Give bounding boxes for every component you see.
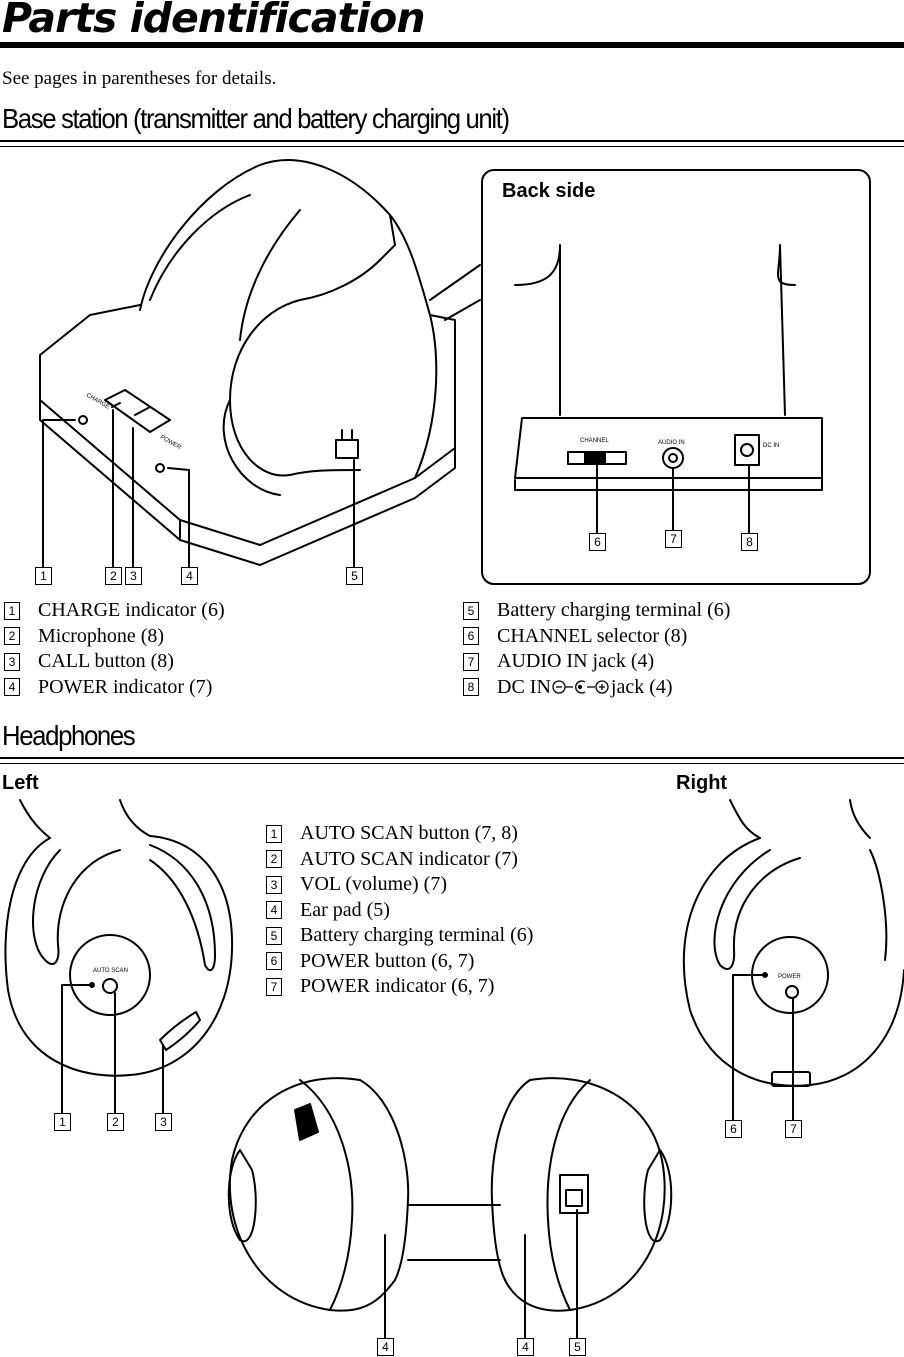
base-legend-right: 5 Battery charging terminal (6) 6 CHANNEL … <box>463 598 730 700</box>
legend-text: Battery charging terminal (6) <box>497 599 731 621</box>
legend-item: 3 CALL button (8) <box>4 649 225 675</box>
callout-8: 8 <box>741 533 758 551</box>
callout-4: 4 <box>181 567 198 585</box>
callout-5: 5 <box>569 1338 586 1356</box>
legend-item: 4 POWER indicator (7) <box>4 675 225 701</box>
legend-num: 7 <box>463 652 479 671</box>
legend-item: 4 Ear pad (5) <box>266 898 533 924</box>
legend-num: 6 <box>266 952 282 971</box>
back-side-label: Back side <box>502 180 596 202</box>
dc-polarity-icon <box>552 680 609 694</box>
legend-text: AUDIO IN jack (4) <box>497 650 655 672</box>
legend-text: CHANNEL selector (8) <box>497 624 688 647</box>
legend-text: DC IN <box>497 675 551 698</box>
legend-num: 4 <box>4 678 20 697</box>
legend-num: 8 <box>463 678 479 697</box>
legend-text: AUTO SCAN indicator (7) <box>300 847 518 870</box>
legend-text: Ear pad (5) <box>300 898 390 921</box>
callout-5: 5 <box>346 567 363 585</box>
headphones-heading: Headphones <box>2 720 136 751</box>
legend-item: 3 VOL (volume) (7) <box>266 872 533 898</box>
legend-num: 4 <box>266 901 282 920</box>
legend-text: POWER indicator (7) <box>38 675 213 698</box>
legend-item: 1 AUTO SCAN button (7, 8) <box>266 821 533 847</box>
legend-text: Battery charging terminal (6) <box>300 924 534 946</box>
legend-text: jack (4) <box>610 675 673 698</box>
channel-text: CHANNEL <box>580 438 609 444</box>
title-rule <box>0 42 904 48</box>
legend-item: 5 Battery charging terminal (6) <box>266 923 533 949</box>
power-text: POWER <box>778 974 801 980</box>
legend-item: 2 AUTO SCAN indicator (7) <box>266 847 533 873</box>
headphones-legend: 1 AUTO SCAN button (7, 8) 2 AUTO SCAN indi… <box>266 821 533 1000</box>
legend-num: 7 <box>266 977 282 996</box>
base-station-heading: Base station (transmitter and battery ch… <box>2 103 510 134</box>
legend-num: 1 <box>4 601 20 620</box>
page-subtitle: See pages in parentheses for details. <box>2 68 277 89</box>
dc-in-text: DC IN <box>763 443 779 449</box>
callout-1: 1 <box>35 567 52 585</box>
legend-text: AUTO SCAN button (7, 8) <box>300 822 518 844</box>
callout-2: 2 <box>107 1113 124 1131</box>
callout-7: 7 <box>665 530 682 548</box>
legend-item: 7 AUDIO IN jack (4) <box>463 649 730 675</box>
callout-3: 3 <box>155 1113 172 1131</box>
legend-text: CHARGE indicator (6) <box>38 599 225 621</box>
legend-item: 6 CHANNEL selector (8) <box>463 624 730 650</box>
callout-4: 4 <box>377 1338 394 1356</box>
callout-4: 4 <box>517 1338 534 1356</box>
legend-item: 6 POWER button (6, 7) <box>266 949 533 975</box>
right-label: Right <box>676 772 728 794</box>
left-label: Left <box>2 772 39 794</box>
legend-item: 1 CHARGE indicator (6) <box>4 598 225 624</box>
legend-text: POWER button (6, 7) <box>300 949 475 972</box>
legend-item: 7 POWER indicator (6, 7) <box>266 974 533 1000</box>
legend-num: 6 <box>463 627 479 646</box>
legend-item: 5 Battery charging terminal (6) <box>463 598 730 624</box>
legend-num: 3 <box>266 875 282 894</box>
legend-item: 8 DC IN jack (4) <box>463 675 730 701</box>
legend-text: Microphone (8) <box>38 624 165 647</box>
legend-num: 2 <box>4 627 20 646</box>
callout-7: 7 <box>785 1120 802 1138</box>
base-station-rule <box>0 140 904 142</box>
callout-3: 3 <box>125 567 142 585</box>
headphones-rule-2 <box>0 763 904 764</box>
legend-text: CALL button (8) <box>38 650 174 672</box>
callout-6: 6 <box>589 533 606 551</box>
legend-num: 1 <box>266 824 282 843</box>
legend-num: 2 <box>266 850 282 869</box>
page-title: Parts identification <box>2 0 426 42</box>
legend-text: VOL (volume) (7) <box>300 873 447 895</box>
legend-num: 5 <box>463 601 479 620</box>
callout-2: 2 <box>105 567 122 585</box>
headphones-rule <box>0 757 904 759</box>
legend-item: 2 Microphone (8) <box>4 624 225 650</box>
base-station-illustration: CHARGE POWER CHANNEL AUDIO IN DC IN <box>39 159 871 585</box>
legend-text: POWER indicator (6, 7) <box>300 975 495 997</box>
callout-6: 6 <box>725 1120 742 1138</box>
audio-in-text: AUDIO IN <box>658 440 685 446</box>
callout-1: 1 <box>54 1113 71 1131</box>
auto-scan-text: AUTO SCAN <box>93 968 128 974</box>
base-station-rule-2 <box>0 146 904 147</box>
legend-num: 3 <box>4 652 20 671</box>
legend-num: 5 <box>266 926 282 945</box>
